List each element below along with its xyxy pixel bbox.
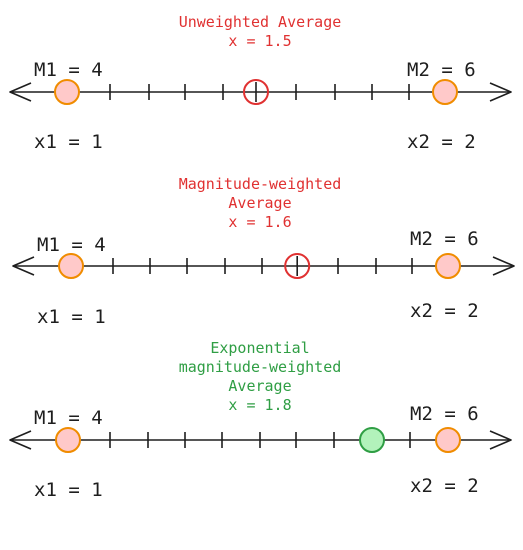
average-title: Unweighted Average x = 1.5 — [130, 13, 390, 51]
left-arrow-icon — [12, 256, 35, 276]
m1-text: M1 = 4 — [34, 59, 103, 81]
average-title: Exponential magnitude-weighted Average x… — [130, 339, 390, 415]
mass-1-point — [54, 79, 80, 105]
panel-magnitude-weighted: M1 = 4 x1 = 1 M2 = 6 x2 = 2 Magnitude-we… — [0, 168, 523, 328]
m1-text: M1 = 4 — [37, 234, 106, 256]
x2-text: x2 = 2 — [410, 475, 479, 497]
number-line — [9, 427, 512, 453]
x2-text: x2 = 2 — [410, 300, 479, 322]
left-arrow-icon — [9, 430, 32, 450]
m2-text: M2 = 6 — [410, 403, 479, 425]
x1-text: x1 = 1 — [34, 131, 103, 153]
left-mass-label: M1 = 4 x1 = 1 — [37, 185, 106, 377]
mass-2-point — [435, 427, 461, 453]
mass-1-point — [58, 253, 84, 279]
title-line: x = 1.8 — [228, 396, 292, 414]
number-line — [12, 253, 515, 279]
title-line: magnitude-weighted — [178, 358, 342, 376]
x1-text: x1 = 1 — [34, 479, 103, 501]
left-mass-label: M1 = 4 x1 = 1 — [34, 10, 103, 202]
x2-text: x2 = 2 — [407, 131, 476, 153]
title-line: x = 1.6 — [228, 213, 292, 231]
mass-2-point — [435, 253, 461, 279]
mass-2-point — [432, 79, 458, 105]
mass-1-point — [55, 427, 81, 453]
average-point — [284, 253, 311, 279]
x1-text: x1 = 1 — [37, 306, 106, 328]
m2-text: M2 = 6 — [407, 59, 476, 81]
m2-text: M2 = 6 — [410, 228, 479, 250]
title-line: x = 1.5 — [228, 32, 292, 50]
title-line: Magnitude-weighted — [178, 175, 342, 193]
right-arrow-icon — [492, 256, 515, 276]
m1-text: M1 = 4 — [34, 407, 103, 429]
panel-unweighted: M1 = 4 x1 = 1 M2 = 6 x2 = 2 Unweighted A… — [0, 0, 523, 153]
title-line: Average — [228, 194, 292, 212]
panel-exponential-weighted: M1 = 4 x1 = 1 M2 = 6 x2 = 2 Exponential … — [0, 338, 523, 501]
left-arrow-icon — [9, 82, 32, 102]
right-arrow-icon — [489, 430, 512, 450]
right-mass-label: M2 = 6 x2 = 2 — [407, 10, 476, 202]
average-point — [359, 427, 385, 453]
title-line: Unweighted Average — [178, 13, 342, 31]
number-line — [9, 79, 512, 105]
title-line: Exponential — [210, 339, 310, 357]
title-line: Average — [228, 377, 292, 395]
average-title: Magnitude-weighted Average x = 1.6 — [130, 175, 390, 232]
right-arrow-icon — [489, 82, 512, 102]
average-point — [243, 79, 269, 105]
right-mass-label: M2 = 6 x2 = 2 — [410, 179, 479, 371]
